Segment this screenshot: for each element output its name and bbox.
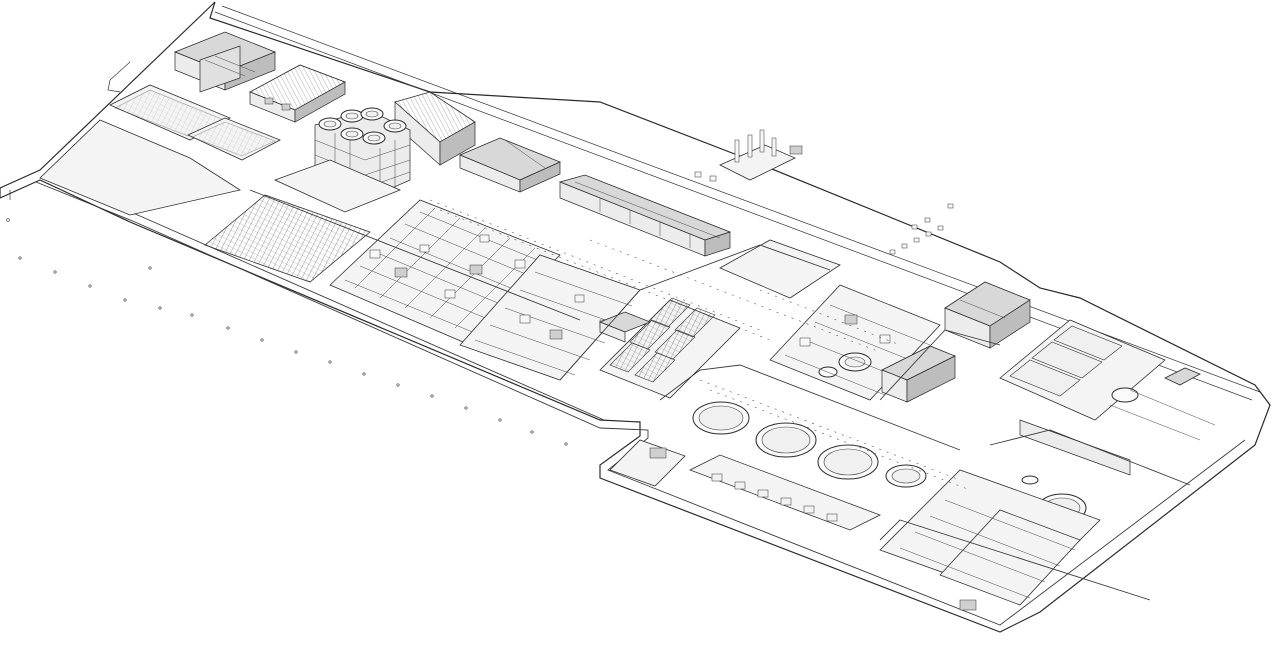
warehouse-dark-roof <box>249 64 346 123</box>
south-basin-row <box>609 439 881 531</box>
warehouse-nw <box>173 31 277 93</box>
process-block-east <box>719 239 941 401</box>
silo-tower <box>273 107 411 213</box>
grid-basins-nw <box>39 84 281 216</box>
east-building-tall <box>944 281 1031 349</box>
survey-markers <box>6 218 568 446</box>
se-block <box>879 469 1101 611</box>
filter-beds <box>598 297 741 399</box>
east-basins <box>999 319 1216 476</box>
warehouse-center <box>458 137 562 193</box>
long-shed <box>558 174 732 257</box>
mesh-field <box>204 194 371 283</box>
internal-roads <box>249 189 1191 601</box>
process-block-mid <box>459 254 641 381</box>
warehouse-long <box>394 91 476 166</box>
site-boundary <box>0 1 1271 633</box>
tree-rows <box>429 199 971 491</box>
isolated-kit <box>694 129 803 182</box>
marker-row <box>889 203 954 255</box>
